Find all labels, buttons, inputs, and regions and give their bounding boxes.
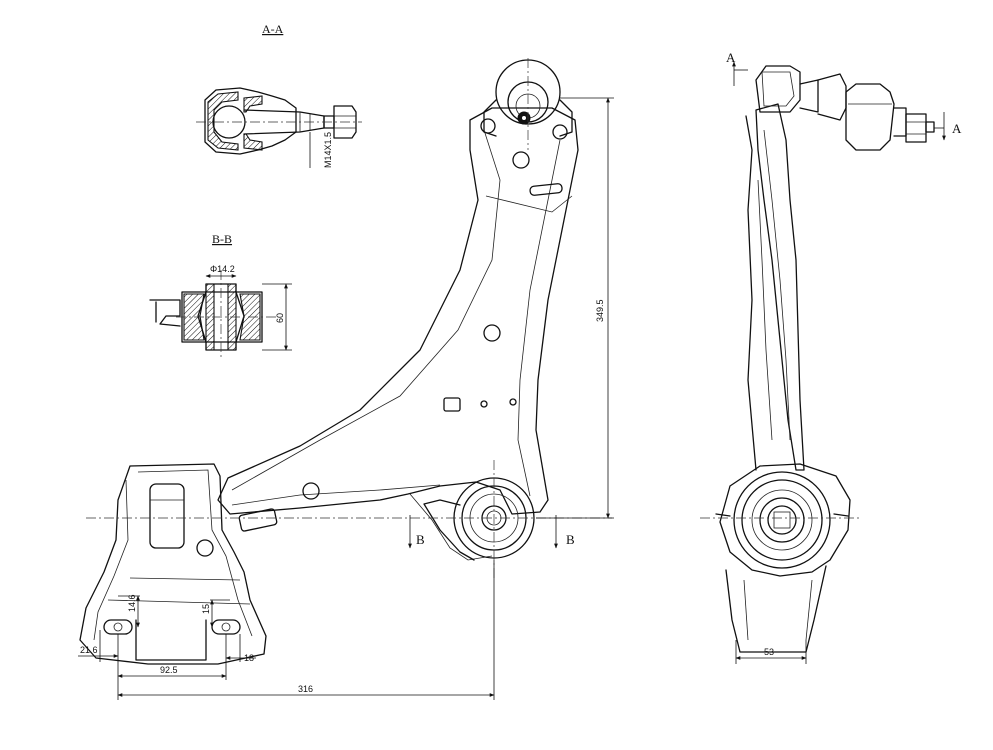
section-bb-view: B-B Φ14.2 60 [149, 232, 292, 360]
section-aa-view: A-A M14X1.5 [196, 22, 362, 168]
arm-height-dimension: 349.5 [595, 299, 605, 322]
bushing-height-dimension: 60 [275, 313, 285, 323]
section-mark-b-right: B [566, 532, 575, 547]
offset-left-dimension: 21.6 [80, 645, 98, 655]
section-bb-title: B-B [212, 232, 232, 246]
section-mark-a-right: A [952, 121, 962, 136]
offset-right-dimension: 18 [244, 653, 254, 663]
section-mark-b-left: B [416, 532, 425, 547]
slot-spacing-dimension: 92.5 [160, 665, 178, 675]
thread-dimension: M14X1.5 [323, 132, 333, 168]
side-width-dimension: 53 [764, 647, 774, 657]
overall-length-dimension: 316 [298, 684, 313, 694]
section-mark-a-left: A [726, 50, 736, 65]
slot-right-height-dimension: 15 [201, 604, 211, 614]
front-view: B B 349.5 14.6 15 21.6 18 92.5 316 [78, 58, 614, 700]
slot-left-height-dimension: 14.6 [127, 594, 137, 612]
side-view: A A 53 [700, 50, 962, 664]
section-aa-title: A-A [262, 22, 284, 36]
bushing-diameter-dimension: Φ14.2 [210, 264, 235, 274]
